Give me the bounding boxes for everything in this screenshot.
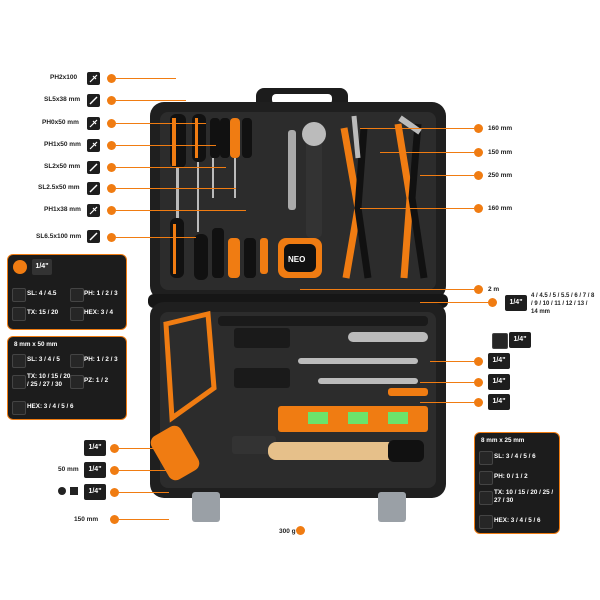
label-sl2x50: SL2x50 mm [44,163,81,170]
panel-b-pz: PZ: 1 / 2 [84,377,109,384]
callout-dot [474,124,483,133]
panel-b-hex: HEX: 3 / 4 / 5 / 6 [27,403,74,410]
lower-tag-3: 1/4" [84,484,106,500]
callout-dot [107,163,116,172]
callout-dot [107,119,116,128]
slotted-tip-icon [87,230,100,243]
slotted-tip-icon [87,94,100,107]
square-socket-icon [70,487,78,495]
callout-dot [110,515,119,524]
callout-dot [474,398,483,407]
tape-logo: NEO [288,255,305,264]
hex-socket-icon [58,487,66,495]
ratchet-tag: 1/4" [509,332,531,348]
label-sl5x38: SL5x38 mm [44,96,81,103]
panel-c-ph: PH: 0 / 1 / 2 [494,473,528,480]
callout-dot [107,184,116,193]
tag-2: 1/4" [488,374,510,390]
callout-dot [488,298,497,307]
callout-dot [474,148,483,157]
panel-c-hex: HEX: 3 / 4 / 5 / 6 [494,517,541,524]
bit-set [234,328,290,388]
panel-a-hex: HEX: 3 / 4 [84,309,114,316]
lower-size-50: 50 mm [58,466,79,473]
callout-dot [107,206,116,215]
panel-b-title: 8 mm x 50 mm [14,341,58,348]
ratchet-icon [492,333,508,349]
label-pliers-150: 150 mm [488,149,513,156]
slotted-tip-icon [87,182,100,195]
hammer-weight: 300 g [279,528,296,535]
phillips-tip-icon [87,117,100,130]
callout-dot [474,171,483,180]
hammer [232,436,424,462]
phillips-tip-icon [87,139,100,152]
bit-panel-b: 8 mm x 50 mm SL: 3 / 4 / 5 PH: 1 / 2 / 3… [7,336,127,420]
panel-b-sl: SL: 3 / 4 / 5 [27,356,60,363]
callout-dot [110,488,119,497]
lower-tag-2: 1/4" [84,462,106,478]
lower-tag-1: 1/4" [84,440,106,456]
adjustable-wrench [302,122,326,238]
callout-dot [474,204,483,213]
panel-b-ph: PH: 1 / 2 / 3 [84,356,118,363]
label-pliers-160b: 160 mm [488,205,513,212]
callout-dot [107,96,116,105]
label-ph1x50: PH1x50 mm [44,141,81,148]
callout-dot [474,378,483,387]
label-ph2x100: PH2x100 [50,74,78,81]
label-sl25x50: SL2.5x50 mm [38,184,80,191]
panel-a-sl: SL: 4 / 4.5 [27,290,57,297]
pliers [340,115,428,279]
callout-dot [110,444,119,453]
panel-c-title: 8 mm x 25 mm [481,437,525,444]
hacksaw [150,310,217,481]
socket-icon [13,260,27,274]
callout-dot [107,141,116,150]
bit-panel-a: 1/4" SL: 4 / 4.5 PH: 1 / 2 / 3 TX: 15 / … [7,254,127,330]
phillips-tip-icon [87,72,100,85]
panel-c-tx: TX: 10 / 15 / 20 / 25 / 27 / 30 [494,489,554,504]
saw-length: 150 mm [74,516,99,523]
panel-c-sl: SL: 3 / 4 / 5 / 6 [494,453,536,460]
case-latch-right [378,492,406,522]
bit-panel-c: 8 mm x 25 mm SL: 3 / 4 / 5 / 6 PH: 0 / 1… [474,432,560,534]
spirit-level [278,406,428,432]
phillips-tip-icon [87,204,100,217]
slotted-tip-icon [87,161,100,174]
socket-sizes: 4 / 4.5 / 5 / 5.5 / 6 / 7 / 8 / 9 / 10 /… [531,293,595,315]
socket-row [218,316,428,326]
screwdrivers [170,114,296,280]
case-latch-left [192,492,220,522]
drive-size-tag: 1/4" [32,259,52,275]
label-tape-2m: 2 m [488,286,500,293]
ratchet-and-extensions [298,332,428,396]
label-pliers-160: 160 mm [488,125,513,132]
tool-case: NEO [148,88,448,522]
label-pliers-250: 250 mm [488,172,513,179]
panel-b-tx: TX: 10 / 15 / 20 / 25 / 27 / 30 [27,373,71,388]
callout-dot [107,233,116,242]
callout-dot [107,74,116,83]
tag-1: 1/4" [488,353,510,369]
socket-drive-tag: 1/4" [505,295,527,311]
tag-3: 1/4" [488,394,510,410]
panel-a-tx: TX: 15 / 20 [27,309,59,316]
panel-a-ph: PH: 1 / 2 / 3 [84,290,118,297]
callout-dot [474,357,483,366]
label-ph1x38: PH1x38 mm [44,206,81,213]
tape-measure: NEO [278,238,322,278]
callout-dot [110,466,119,475]
callout-dot [474,285,483,294]
label-ph0x50: PH0x50 mm [42,119,79,126]
label-sl65x100: SL6.5x100 mm [36,233,82,240]
callout-dot [296,526,305,535]
